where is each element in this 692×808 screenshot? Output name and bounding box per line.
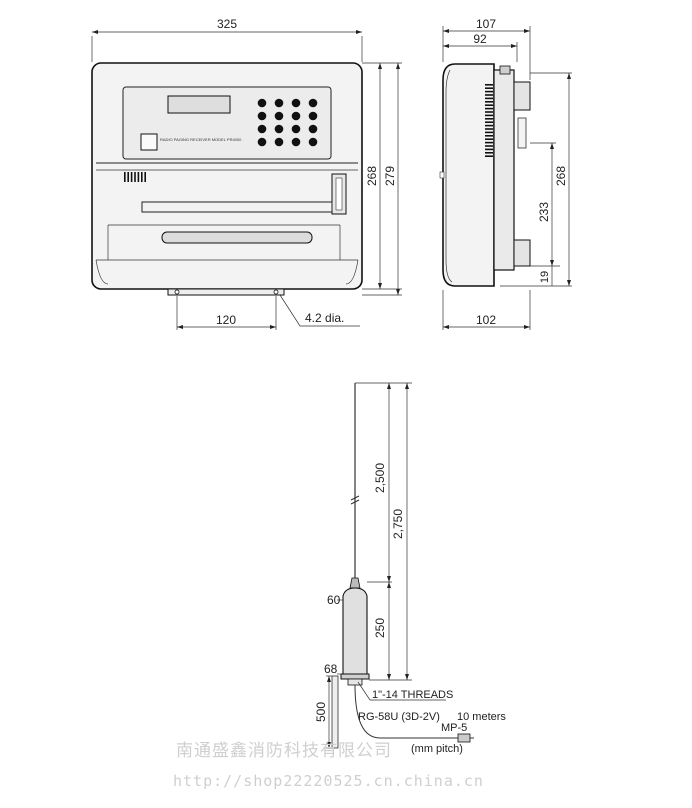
keypad-key [257, 124, 267, 134]
keypad-key [274, 98, 284, 108]
keypad-key [257, 98, 267, 108]
connector-pitch-label: (mm pitch) [411, 743, 463, 755]
vent-slot [137, 172, 140, 182]
dim-depth-body-label: 92 [473, 32, 487, 46]
side-ribs [485, 84, 493, 157]
side-rib [485, 118, 493, 120]
side-rib [485, 152, 493, 154]
side-rib [485, 155, 493, 157]
indicator-square [140, 133, 158, 151]
thread-label: 1"-14 THREADS [372, 689, 453, 701]
side-rib [485, 124, 493, 127]
dim-whip-label: 2,500 [373, 463, 387, 493]
dim-height-inner-label: 268 [365, 166, 379, 186]
keypad-key [308, 137, 318, 147]
side-rib [485, 111, 493, 113]
recorder-side-body [442, 63, 495, 287]
keypad-key [274, 124, 284, 134]
side-rib [485, 87, 493, 89]
panel-label: RADIO PAGING RECEIVER MODEL PR4000 [160, 137, 242, 142]
dim-side-height-label: 268 [554, 166, 568, 186]
vent-slot [130, 172, 133, 182]
keypad-key [291, 137, 301, 147]
side-rib [485, 97, 493, 100]
watermark-url: http://shop22220525.cn.china.cn [173, 772, 484, 790]
mount-pipe [331, 675, 339, 749]
keypad-key [291, 98, 301, 108]
vent-slot [144, 172, 146, 182]
watermark-company: 南通盛鑫消防科技有限公司 [176, 741, 392, 761]
vent-slot [127, 172, 129, 182]
side-rib [485, 148, 493, 151]
keypad-key [257, 111, 267, 121]
vent-slot [134, 172, 136, 182]
keypad [257, 98, 318, 147]
dim-side-mid-label: 233 [537, 202, 551, 222]
keypad-key [308, 98, 318, 108]
vent-slot [124, 172, 126, 182]
side-rib [485, 131, 493, 134]
side-rib [485, 128, 493, 130]
antenna-drawing: 2,500 2,750 250 60 68 500 1"-14 THREADS … [314, 382, 506, 755]
keypad-key [308, 111, 318, 121]
side-rib [485, 135, 493, 137]
dim-top-diameter-label: 60 [327, 593, 341, 607]
vent-slots [124, 172, 146, 182]
dim-base-label: 102 [476, 313, 496, 327]
side-rib [485, 121, 493, 123]
side-rib [485, 107, 493, 110]
dim-bottom-diameter-label: 68 [324, 662, 338, 676]
dim-side-bottom-label: 19 [539, 271, 551, 283]
keypad-key [274, 137, 284, 147]
connector-label: MP-5 [441, 722, 467, 734]
lcd-display [167, 95, 231, 114]
dim-height-outer-label: 279 [383, 166, 397, 186]
coax-cable [354, 684, 458, 739]
side-rib [485, 141, 493, 144]
keypad-key [257, 137, 267, 147]
side-rib [485, 104, 493, 106]
connector [457, 733, 471, 743]
keypad-key [274, 111, 284, 121]
side-rib [485, 90, 493, 93]
side-rib [485, 101, 493, 103]
dim-hole-label: 4.2 dia. [305, 311, 344, 325]
dim-depth-total-label: 107 [476, 17, 496, 31]
paper-slot [161, 231, 313, 244]
dim-mount-label: 500 [314, 702, 328, 722]
keypad-key [291, 124, 301, 134]
cable-length-label: 10 meters [457, 711, 506, 723]
antenna-body [342, 587, 368, 675]
rear-bracket-bottom [513, 239, 531, 267]
side-rib [485, 84, 493, 86]
keypad-key [291, 111, 301, 121]
dim-body-label: 250 [373, 618, 387, 638]
rear-bracket-top [513, 81, 531, 111]
vent-slot [141, 172, 143, 182]
side-view: 107 92 268 233 19 [439, 17, 572, 330]
keypad-key [308, 124, 318, 134]
cable-label: RG-58U (3D-2V) [358, 711, 440, 723]
side-rib [485, 138, 493, 140]
mount-bracket [167, 288, 285, 296]
dim-total-label: 2,750 [391, 509, 405, 539]
side-rib [485, 94, 493, 96]
side-rib [485, 145, 493, 147]
dim-mount-spacing-label: 120 [216, 313, 236, 327]
front-view: 325 RADIO PAGING RECEIVER MODEL PR4000 [91, 17, 402, 330]
dim-width-label: 325 [217, 17, 237, 31]
side-rib [485, 114, 493, 117]
